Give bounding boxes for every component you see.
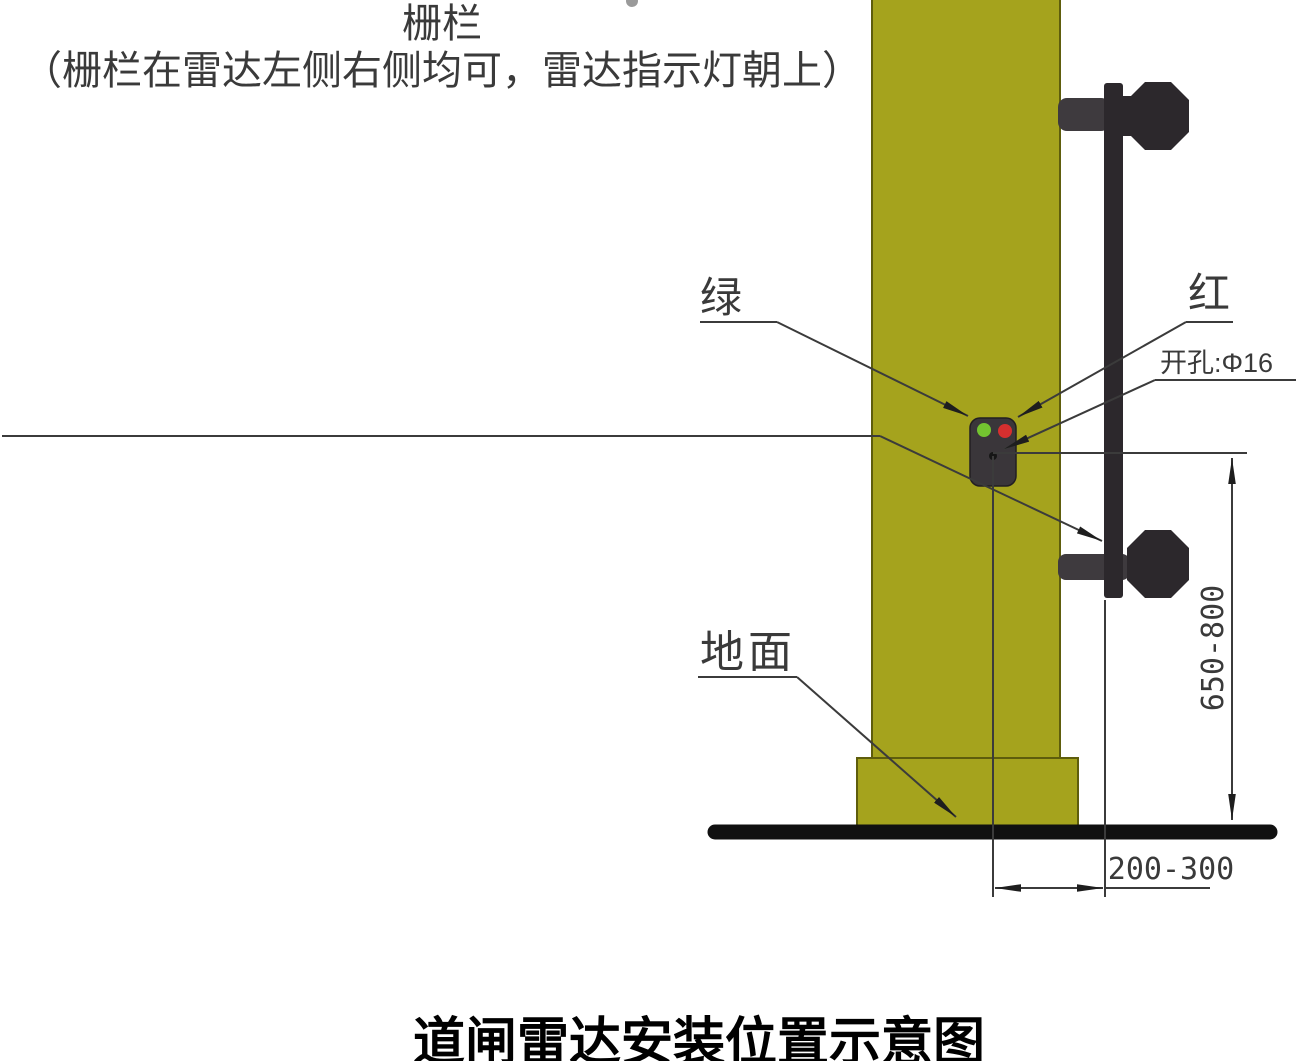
barrier-post: [871, 0, 1061, 760]
radar-led-green: [977, 423, 991, 437]
leader-lines: [776, 321, 1187, 818]
hole-label: 开孔:Φ16: [1160, 348, 1274, 378]
leader-ground: [796, 676, 957, 818]
dimension-lines: [992, 452, 1247, 897]
post-base: [856, 757, 1079, 827]
dim-text-radar-to-fence: 200-300: [1108, 852, 1234, 887]
label-underlines: [2, 321, 1296, 678]
fence-arm-top: [1058, 98, 1110, 131]
fence-knob-bottom: [1127, 530, 1189, 598]
dim-text-radar-height: 650-800: [1196, 585, 1231, 711]
diagram-title: 道闸雷达安装位置示意图: [412, 1014, 985, 1061]
ground-label: 地面: [700, 628, 796, 677]
fence-label-title: 栅栏: [402, 1, 482, 46]
leader-fence: [879, 435, 1103, 542]
red-led-label: 红: [1188, 272, 1231, 318]
leader-green-led: [776, 321, 969, 417]
fence-knob-top: [1127, 82, 1189, 150]
green-led-label: 绿: [700, 276, 743, 322]
fence-bar: [1104, 83, 1123, 598]
leader-hole: [1003, 379, 1156, 450]
stray-dot: [626, 0, 638, 7]
leader-red-led: [1017, 321, 1187, 418]
fence-label-note: （栅栏在雷达左侧右侧均可，雷达指示灯朝上）: [22, 48, 862, 94]
fence-label: 栅栏 （栅栏在雷达左侧右侧均可，雷达指示灯朝上）: [0, 0, 884, 94]
radar-led-red: [998, 424, 1012, 438]
